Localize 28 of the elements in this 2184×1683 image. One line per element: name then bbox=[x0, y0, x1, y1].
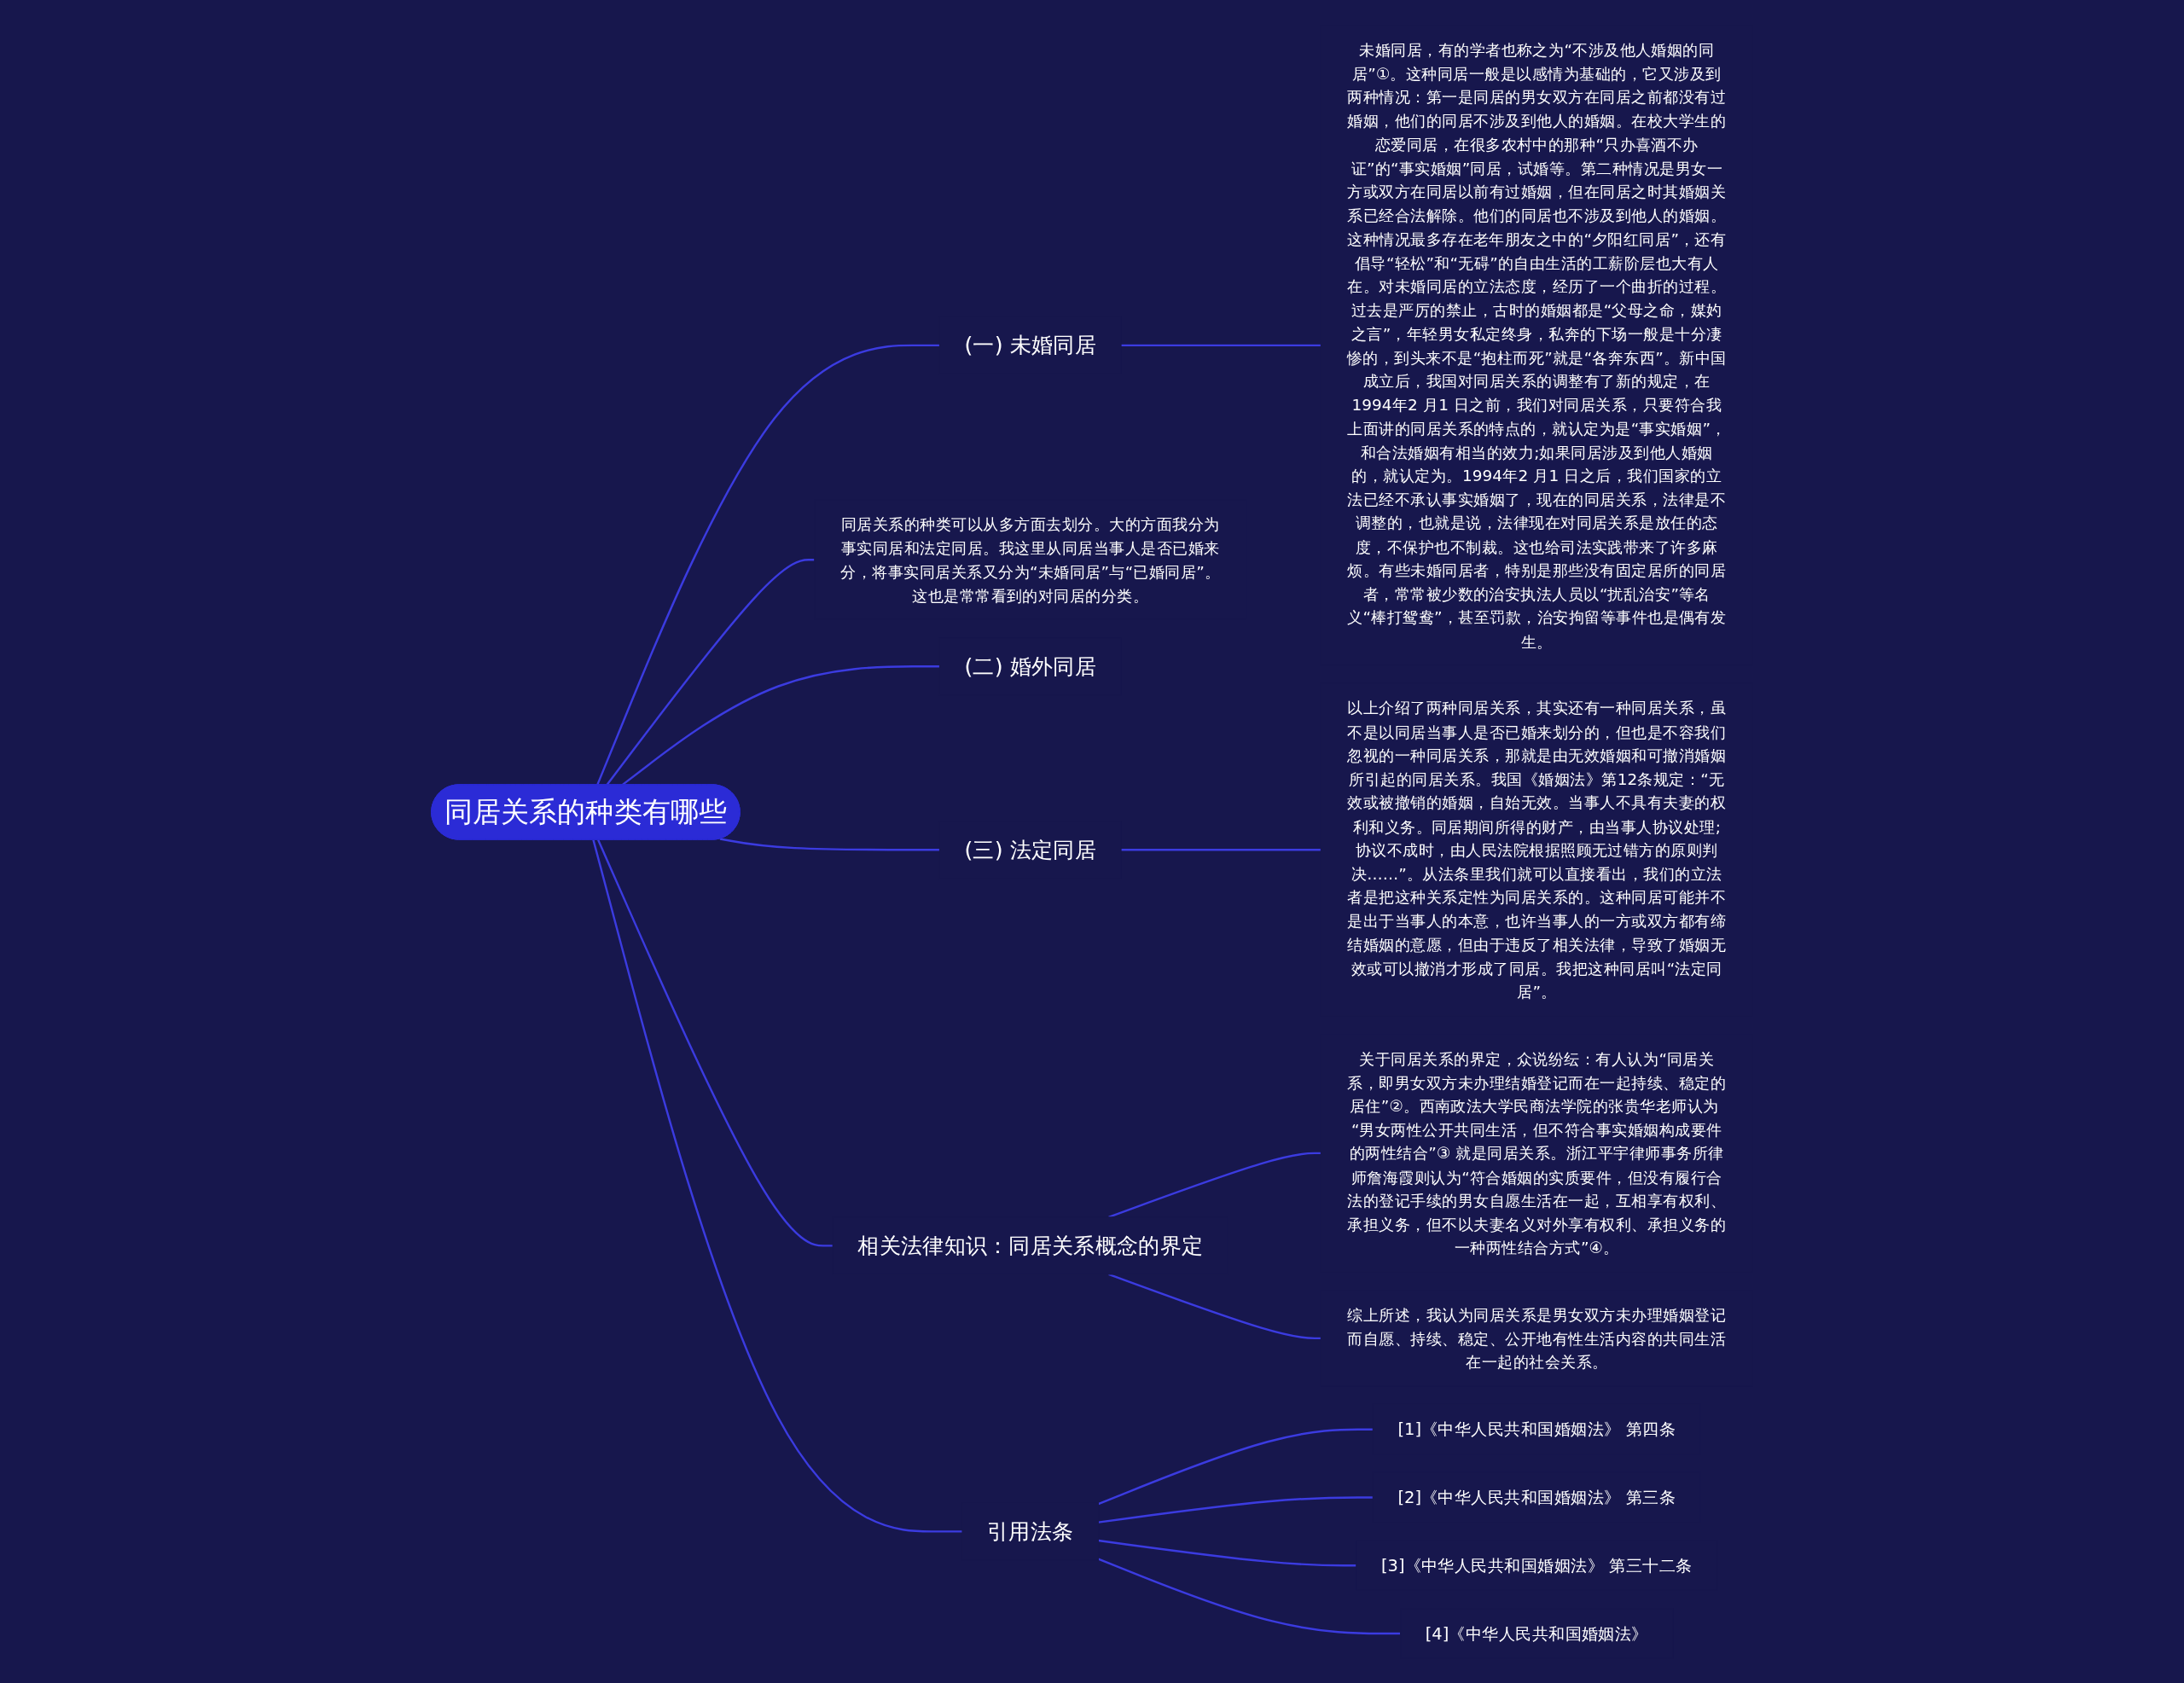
connector bbox=[606, 558, 815, 786]
connector bbox=[596, 344, 940, 786]
connector bbox=[1098, 1427, 1374, 1505]
connector bbox=[1108, 1152, 1321, 1218]
node-text: [3]《中华人民共和国婚姻法》 第三十二条 bbox=[1380, 1555, 1693, 1576]
connector bbox=[1121, 848, 1321, 850]
connector bbox=[1098, 1557, 1401, 1634]
connector bbox=[719, 837, 940, 850]
connector bbox=[597, 839, 834, 1247]
node-text: 引用法条 bbox=[987, 1518, 1074, 1543]
node-text: (一) 未婚同居 bbox=[964, 332, 1096, 357]
connector bbox=[621, 664, 940, 786]
node-text: 关于同居关系的界定，众说纷纭：有人认为“同居关系，即男女双方未办理结婚登记而在一起持续、稳定的居住”②。西南政法大学民商法学院的张贵华老师认为 “男女两性公开共同生活，但不符合事实婚姻构成要件的两性结合”③ 就是同居关系。浙江平宇律师事务所律师詹海霞则认为“符合婚姻的实质要件，但没有履行合法的登记手续的男女自愿生活在一起，互相享有权利、承担义务，但不以夫妻名义对外享有权利、承担义务的一种两性结合方式”④。 bbox=[1347, 1048, 1727, 1256]
connector bbox=[1098, 1495, 1374, 1523]
node-text: 同居关系的种类可以从多方面去划分。大的方面我分为事实同居和法定同居。我这里从同居当事人是否已婚来分，将事实同居关系又分为“未婚同居”与“已婚同居”。这也是常常看到的对同居的分类。 bbox=[840, 514, 1221, 604]
node-text: [1]《中华人民共和国婚姻法》 第四条 bbox=[1397, 1419, 1676, 1439]
connector bbox=[1098, 1539, 1356, 1566]
connector bbox=[1121, 344, 1321, 346]
connector bbox=[1108, 1273, 1321, 1339]
node-text: [2]《中华人民共和国婚姻法》 第三条 bbox=[1397, 1487, 1676, 1507]
node-text: [4]《中华人民共和国婚姻法》 bbox=[1425, 1622, 1648, 1644]
node-text: (二) 婚外同居 bbox=[964, 653, 1096, 678]
node-text: 相关法律知识：同居关系概念的界定 bbox=[857, 1232, 1204, 1257]
node-text: 未婚同居，有的学者也称之为“不涉及他人婚姻的同居”①。这种同居一般是以感情为基础的，它又涉及到两种情况：第一是同居的男女双方在同居之前都没有过婚姻，他们的同居不涉及到他人的婚姻。在校大学生的恋爱同居，在很多农村中的那种“只办喜酒不办证”的“事实婚姻”同居，试婚等。第二种情况是男女一方或双方在同居以前有过婚姻，但在同居之时其婚姻关系已经合法解除。他们的同居也不涉及到他人的婚姻。这种情况最多存在老年朋友之中的“夕阳红同居”，还有倡导“轻松”和“无碍”的自由生活的工薪阶层也大有人在。对未婚同居的立法态度，经历了一个曲折的过程。过去是严厉的禁止，古时的婚姻都是“父母之命，媒妁之言”，年轻男女私定终身，私奔的下场一般是十分凄惨的，到头来不是“抱柱而死”就是“各奔东西”。新中国成立后，我国对同居关系的调整有了新的规定，在1994年2 月1 日之前，我们对同居关系，只要符合我上面讲的同居关系的特点的，就认定为是“事实婚姻”，和合法婚姻有相当的效力;如果同居涉及到他人婚姻的，就认定为。1994年2 月1 日之后，我们国家的立法已经不承认事实婚姻了，现在的同居关系，法律是不调整的，也就是说，法律现在对同居关系是放任的态度，不保护也不制裁。这也给司法实践带来了许多麻烦。有些未婚同居者，特别是那些没有固定居所的同居者，常常被少数的治安执法人员以“扰乱治安”等名义“棒打鸳鸯”，甚至罚款，治安拘留等事件也是偶有发生。 bbox=[1346, 39, 1727, 650]
node-text: (三) 法定同居 bbox=[964, 836, 1096, 862]
node-text: 以上介绍了两种同居关系，其实还有一种同居关系，虽不是以同居当事人是否已婚来划分的，但也是不容我们忽视的一种同居关系，那就是由无效婚姻和可撤消婚姻所引起的同居关系。我国《婚姻法》第12条规定：“无效或被撤销的婚姻，自始无效。当事人不具有夫妻的权利和义务。同居期间所得的财产，由当事人协议处理;协议不成时，由人民法院根据照顾无过错方的原则判决……”。从法条里我们就可以直接看出，我们的立法者是把这种关系定性为同居关系的。这种同居可能并不是出于当事人的本意，也许当事人的一方或双方都有缔结婚姻的意愿，但由于违反了相关法律，导致了婚姻无效或可以撤消才形成了同居。我把这种同居叫“法定同居”。 bbox=[1347, 698, 1727, 1001]
connector bbox=[592, 839, 962, 1533]
node-text: 综上所述，我认为同居关系是男女双方未办理婚姻登记而自愿、持续、稳定、公开地有性生活内容的共同生活在一起的社会关系。 bbox=[1347, 1304, 1727, 1371]
